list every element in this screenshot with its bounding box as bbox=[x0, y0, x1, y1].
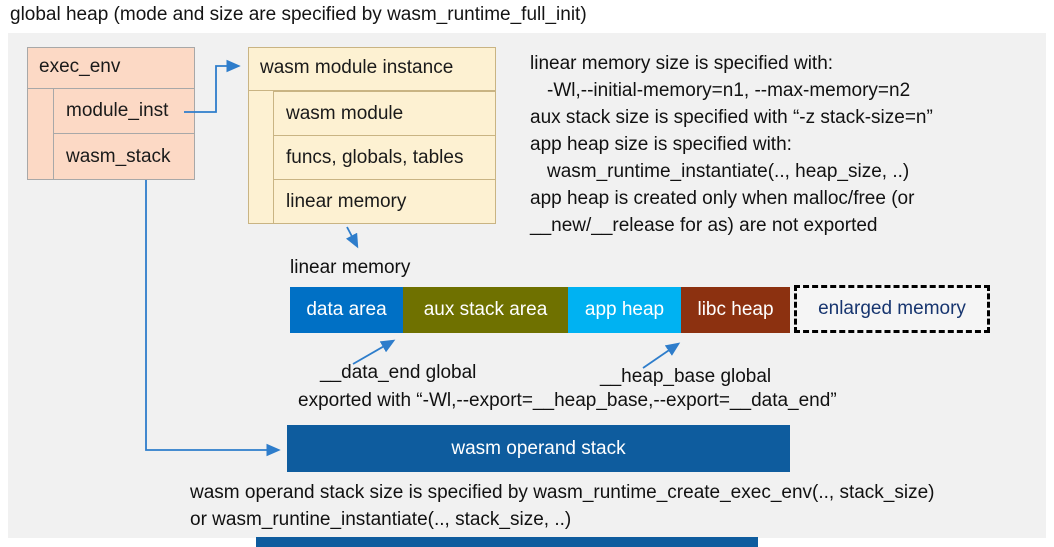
heap-base-global-label: __heap_base global bbox=[600, 366, 772, 387]
size-notes: linear memory size is specified with: -W… bbox=[530, 50, 1035, 239]
note-line: __new/__release for as) are not exported bbox=[530, 215, 878, 236]
module-inst-box: module_inst bbox=[53, 88, 195, 134]
data-area-segment: data area bbox=[290, 287, 403, 333]
operand-stack-notes: wasm operand stack size is specified by … bbox=[190, 479, 935, 533]
bottom-blue-strip bbox=[256, 537, 758, 547]
wasm-module-box: wasm module bbox=[273, 91, 496, 136]
wasm-operand-stack-bar: wasm operand stack bbox=[287, 425, 790, 472]
enlarged-memory-segment: enlarged memory bbox=[794, 285, 990, 333]
operand-stack-note-line: or wasm_runtine_instantiate(.., stack_si… bbox=[190, 509, 572, 530]
libc-heap-segment: libc heap bbox=[681, 287, 790, 333]
note-line: -Wl,--initial-memory=n1, --max-memory=n2 bbox=[547, 80, 911, 101]
operand-stack-note-line: wasm operand stack size is specified by … bbox=[190, 482, 935, 503]
diagram-title: global heap (mode and size are specified… bbox=[10, 4, 587, 25]
note-line: app heap is created only when malloc/fre… bbox=[530, 188, 915, 209]
linear-memory-box: linear memory bbox=[273, 179, 496, 224]
module-instance-header: wasm module instance bbox=[248, 47, 496, 91]
linear-memory-label: linear memory bbox=[290, 257, 411, 278]
funcs-globals-tables-box: funcs, globals, tables bbox=[273, 135, 496, 180]
note-line: linear memory size is specified with: bbox=[530, 53, 834, 74]
exported-with-label: exported with “-Wl,--export=__heap_base,… bbox=[298, 390, 837, 411]
app-heap-segment: app heap bbox=[568, 287, 681, 333]
exec-env-header: exec_env bbox=[27, 47, 195, 89]
note-line: aux stack size is specified with “-z sta… bbox=[530, 107, 933, 128]
note-line: app heap size is specified with: bbox=[530, 134, 792, 155]
wasm-stack-box: wasm_stack bbox=[53, 133, 195, 180]
data-end-global-label: __data_end global bbox=[320, 362, 477, 383]
note-line: wasm_runtime_instantiate(.., heap_size, … bbox=[547, 161, 910, 182]
aux-stack-area-segment: aux stack area bbox=[403, 287, 568, 333]
